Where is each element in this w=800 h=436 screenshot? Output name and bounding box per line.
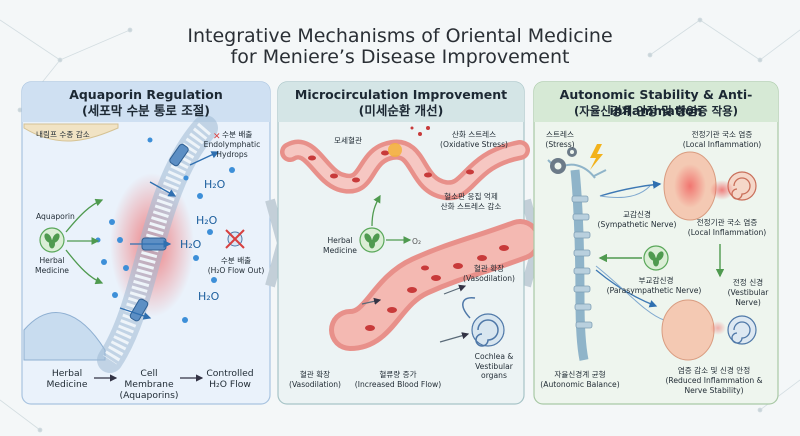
cochlea-label: Cochlea & Vestibular organs bbox=[474, 352, 514, 380]
bloodflow-ko: 혈류량 증가 bbox=[379, 370, 417, 379]
parasym-ko: 부교감신경 bbox=[638, 276, 674, 285]
bloodflow-en: (Increased Blood Flow) bbox=[354, 380, 442, 389]
title-line2: for Meniere’s Disease Improvement bbox=[230, 46, 570, 68]
water-flow-out-ko: 수분 배출 bbox=[220, 256, 252, 265]
balance-en: (Autonomic Balance) bbox=[540, 380, 620, 389]
reduced-ko: 염증 감소 및 신경 안정 bbox=[677, 366, 751, 375]
parasym-en: (Parasympathetic Nerve) bbox=[606, 286, 702, 295]
vestibular-en: (Vestibular Nerve) bbox=[727, 288, 769, 307]
water-discharge-label: 수분 배출 bbox=[222, 130, 253, 139]
gear-icon bbox=[550, 147, 577, 174]
micro-herbal-label: Herbal Medicine bbox=[323, 236, 357, 255]
oxidative-en: (Oxidative Stress) bbox=[440, 140, 508, 149]
o2-label: O₂ bbox=[412, 237, 422, 246]
h2o-label: H₂O bbox=[204, 178, 226, 191]
vasodilation-en: (Vasodilation) bbox=[462, 274, 516, 283]
sympathetic-en: (Sympathetic Nerve) bbox=[597, 220, 677, 229]
cross-icon bbox=[225, 229, 245, 249]
vasodilation2-ko: 혈관 확장 bbox=[299, 370, 331, 379]
cochlea-icon bbox=[462, 297, 505, 347]
flow-membrane: Cell Membrane (Aquaporins) bbox=[119, 368, 179, 401]
vestibular-ko: 전정 신경 bbox=[732, 278, 764, 287]
h2o-label: H₂O bbox=[198, 290, 220, 303]
title-line1: Integrative Mechanisms of Oriental Medic… bbox=[187, 25, 613, 47]
oxidative-ko: 산화 스트레스 bbox=[451, 130, 497, 139]
h2o-label: H₂O bbox=[180, 238, 202, 251]
micro-header-ko: (미세순환 개선) bbox=[358, 103, 444, 118]
ear-icon bbox=[661, 299, 757, 361]
herbal-medicine-label: Herbal Medicine bbox=[35, 256, 69, 275]
lightning-icon bbox=[590, 144, 603, 170]
stress-ko: 스트레스 bbox=[546, 130, 574, 139]
h2o-label: H₂O bbox=[196, 214, 218, 227]
capillary-label: 모세혈관 bbox=[334, 136, 362, 145]
platelet-ko1: 혈소판 응집 억제 bbox=[444, 192, 498, 201]
sympathetic-ko: 교감신경 bbox=[623, 210, 651, 219]
autonomic-header-en: Autonomic Stability & Anti-inflammation bbox=[559, 87, 753, 118]
reduced-en: (Reduced Inflammation & Nerve Stability) bbox=[665, 376, 763, 395]
aquaporin-header-en: Aquaporin Regulation bbox=[69, 87, 223, 102]
platelet-ko2: 산화 스트레스 감소 bbox=[440, 202, 502, 211]
inflam1-ko: 전정기관 국소 염증 bbox=[691, 130, 753, 139]
leaf-icon bbox=[364, 233, 380, 249]
inflam2-en: (Local Inflammation) bbox=[687, 228, 767, 237]
inflam1-en: (Local Inflammation) bbox=[682, 140, 762, 149]
micro-header-en: Microcirculation Improvement bbox=[294, 87, 508, 102]
vasodilation-ko: 혈관 확장 bbox=[473, 264, 505, 273]
water-flow-out-en: (H₂O Flow Out) bbox=[207, 266, 265, 275]
aquaporin-header-ko: (세포막 수분 통로 조절) bbox=[82, 103, 210, 118]
aquaporin-label: Aquaporin bbox=[36, 212, 75, 221]
reduce-endolymph-label: 내림프 수종 감소 bbox=[36, 130, 90, 139]
endolymphatic-hydrops-label: Endolymphatic Hydrops bbox=[203, 140, 261, 159]
ear-icon bbox=[663, 151, 757, 221]
balance-ko: 자율신경계 균형 bbox=[554, 370, 606, 379]
leaf-icon bbox=[648, 251, 664, 267]
leaf-icon bbox=[44, 233, 60, 249]
stress-en: (Stress) bbox=[545, 140, 575, 149]
flow-controlled: Controlled H₂O Flow bbox=[206, 368, 254, 390]
svg-text:✕: ✕ bbox=[213, 132, 221, 142]
vasodilation2-en: (Vasodilation) bbox=[288, 380, 342, 389]
autonomic-header-ko: (자율신경계 안정 및 항염증 작용) bbox=[573, 104, 739, 118]
inflam2-ko: 전정기관 국소 염증 bbox=[696, 218, 758, 227]
flow-herbal: Herbal Medicine bbox=[46, 368, 88, 390]
